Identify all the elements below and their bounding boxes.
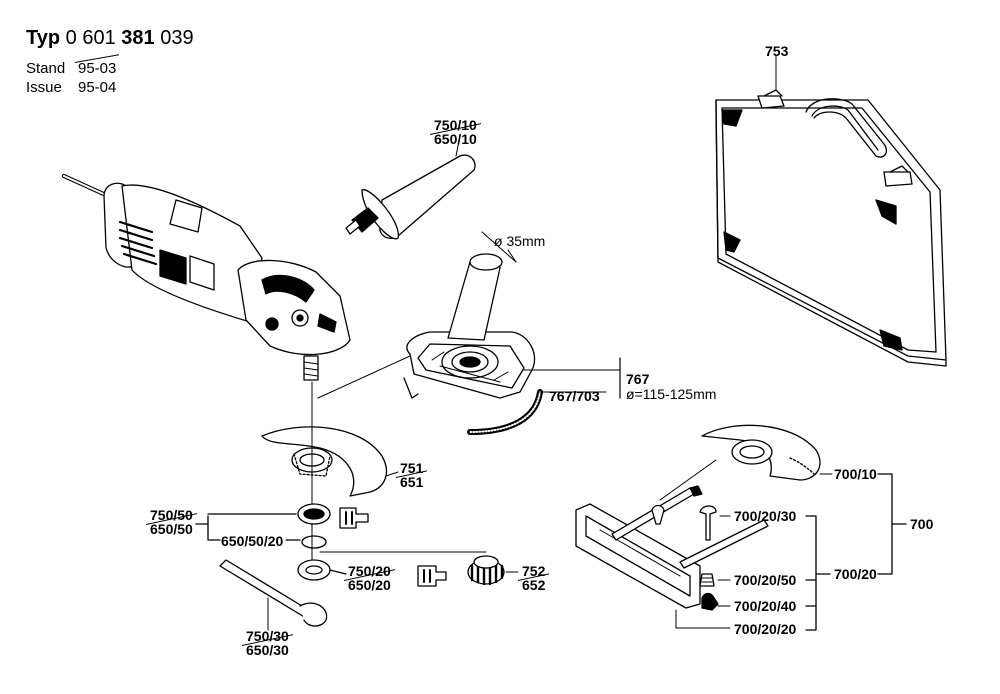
part-label-oring: 650/50/20 — [221, 533, 284, 549]
stand-label: Stand — [26, 60, 66, 77]
part-label-hood: 767 — [626, 371, 650, 387]
part-label-bolt: 700/20/30 — [734, 508, 797, 524]
hood-diameter-range: ø=115-125mm — [626, 386, 717, 402]
part-label-nut-old: 650/20 — [348, 577, 391, 593]
auxiliary-handle-drawing — [345, 135, 476, 240]
part-label-flange-old: 650/50 — [150, 521, 193, 537]
part-label-spring: 700/20/50 — [734, 572, 797, 588]
part-label-aux-handle-old: 650/10 — [434, 131, 477, 147]
two-pin-spanner-drawing — [219, 559, 328, 631]
stand-value: 95-03 — [78, 60, 117, 77]
dust-port-diameter: ø 35mm — [494, 233, 546, 249]
left-part-brackets — [195, 513, 347, 575]
issue-label: Issue — [26, 79, 62, 96]
part-label-spanner-old: 650/30 — [246, 642, 289, 658]
part-label-case: 753 — [765, 43, 789, 59]
part-label-cut-sub: 700/20 — [834, 566, 877, 582]
part-label-guard-old: 651 — [400, 474, 424, 490]
extraction-hood-drawing — [403, 231, 621, 435]
angle-grinder-drawing — [62, 174, 351, 381]
part-label-quick-nut-old: 652 — [522, 577, 546, 593]
part-label-wingnut: 700/20/40 — [734, 598, 797, 614]
type-number: Typ 0 601 381 039 — [26, 27, 194, 49]
issue-value: 95-04 — [78, 79, 117, 96]
issue-row: Issue 95-04 — [26, 79, 116, 97]
stand-row: Stand 95-03 — [26, 60, 116, 78]
part-label-hood-brush: 767/703 — [549, 388, 600, 404]
part-label-cut-assembly: 700 — [910, 516, 934, 532]
part-label-cut-guard: 700/10 — [834, 466, 877, 482]
cutting-guide-drawing — [575, 424, 907, 631]
carrying-case-drawing — [715, 55, 947, 367]
part-label-slide: 700/20/20 — [734, 621, 797, 637]
flange-and-nuts-drawing — [297, 503, 519, 587]
protective-guard-drawing — [261, 426, 399, 497]
